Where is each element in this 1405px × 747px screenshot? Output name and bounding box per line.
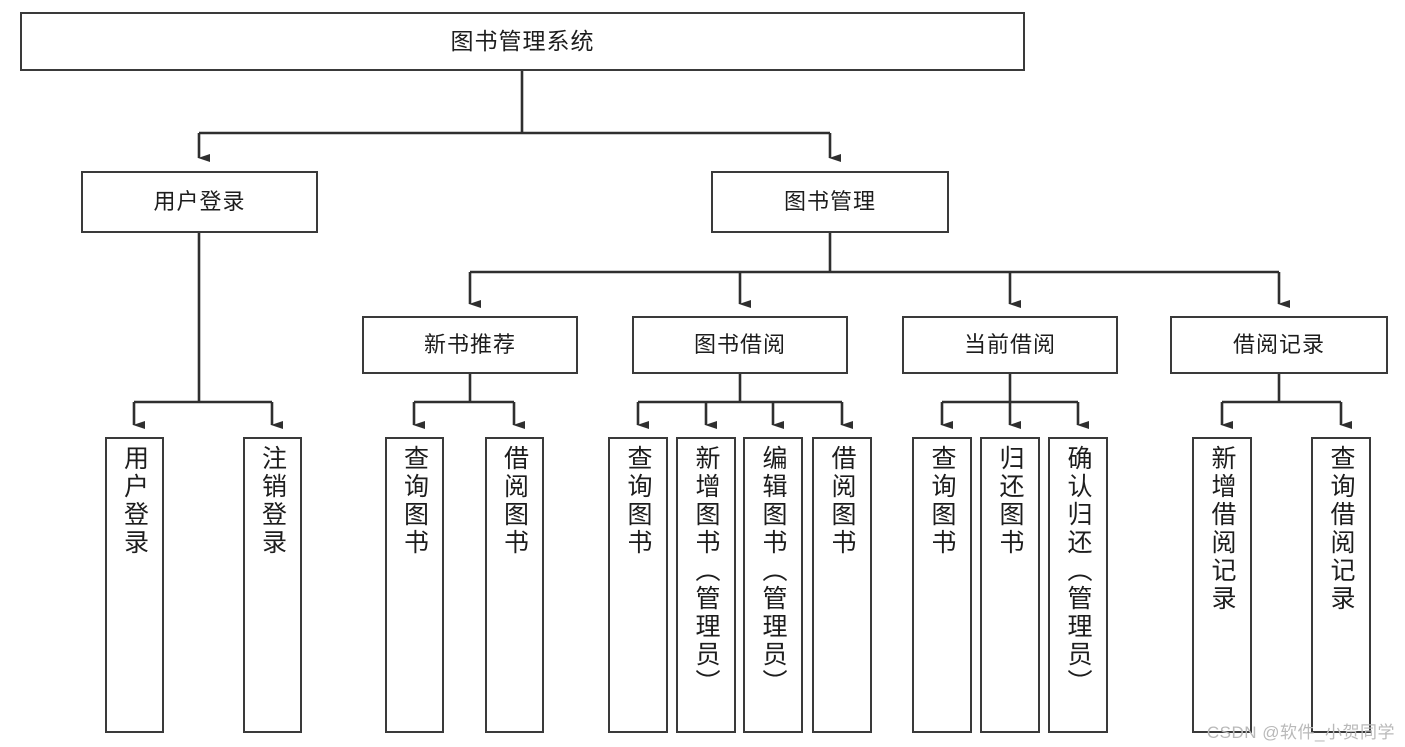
leaf-query-book-borrow[interactable]: 查询图书 (608, 437, 668, 733)
leaf-add-borrow-record[interactable]: 新增借阅记录 (1192, 437, 1252, 733)
leaf-query-borrow-record[interactable]: 查询借阅记录 (1311, 437, 1371, 733)
node-label: 用户登录 (120, 445, 149, 557)
node-book-borrow[interactable]: 图书借阅 (632, 316, 848, 374)
node-label: 查询图书 (400, 445, 429, 557)
node-borrow-record[interactable]: 借阅记录 (1170, 316, 1388, 374)
leaf-query-book-recommend[interactable]: 查询图书 (385, 437, 444, 733)
leaf-return-book[interactable]: 归还图书 (980, 437, 1040, 733)
node-current-borrow[interactable]: 当前借阅 (902, 316, 1118, 374)
node-label: 当前借阅 (963, 332, 1056, 358)
leaf-user-login[interactable]: 用户登录 (105, 437, 164, 733)
node-label: 查询借阅记录 (1327, 445, 1355, 613)
leaf-logout-login[interactable]: 注销登录 (243, 437, 302, 733)
node-new-book-recommend[interactable]: 新书推荐 (362, 316, 578, 374)
node-label: 借阅图书 (500, 445, 529, 557)
node-label: 编辑图书（管理员） (759, 445, 787, 697)
leaf-query-book-current[interactable]: 查询图书 (912, 437, 972, 733)
node-label: 归还图书 (996, 445, 1024, 557)
node-label: 图书管理 (783, 189, 876, 215)
leaf-borrow-book[interactable]: 借阅图书 (812, 437, 872, 733)
node-user-login[interactable]: 用户登录 (81, 171, 318, 233)
leaf-borrow-book-recommend[interactable]: 借阅图书 (485, 437, 544, 733)
node-label: 新增借阅记录 (1208, 445, 1236, 613)
node-label: 注销登录 (258, 445, 287, 557)
node-root-system[interactable]: 图书管理系统 (20, 12, 1025, 71)
csdn-watermark: CSDN @软件_小贺同学 (1206, 723, 1395, 742)
node-label: 图书管理系统 (450, 28, 595, 55)
node-label: 借阅记录 (1232, 332, 1325, 358)
node-label: 新增图书（管理员） (692, 445, 720, 697)
node-label: 查询图书 (624, 445, 652, 557)
node-label: 图书借阅 (693, 332, 786, 358)
leaf-add-book[interactable]: 新增图书（管理员） (676, 437, 736, 733)
node-label: 查询图书 (928, 445, 956, 557)
leaf-confirm-return[interactable]: 确认归还（管理员） (1048, 437, 1108, 733)
leaf-edit-book[interactable]: 编辑图书（管理员） (743, 437, 803, 733)
node-label: 确认归还（管理员） (1064, 445, 1092, 697)
node-label: 借阅图书 (828, 445, 856, 557)
node-label: 用户登录 (153, 189, 246, 215)
node-book-manage[interactable]: 图书管理 (711, 171, 949, 233)
node-label: 新书推荐 (423, 332, 516, 358)
